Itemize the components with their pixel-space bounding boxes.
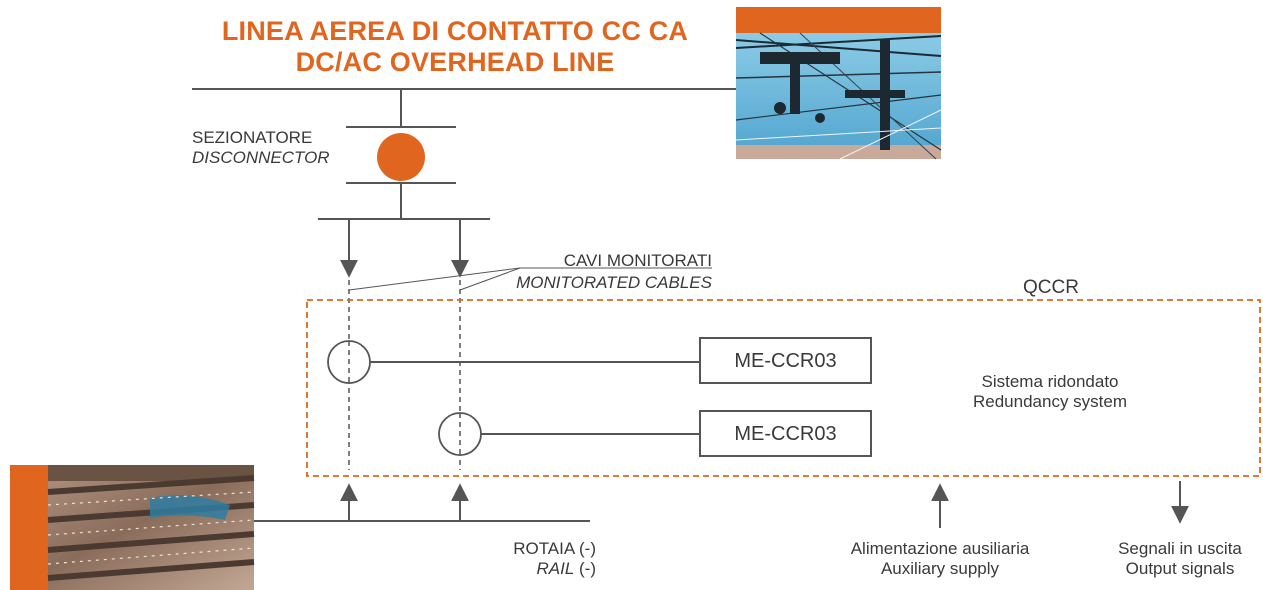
module-box-2 bbox=[699, 410, 872, 457]
aux-supply-label-it: Alimentazione ausiliaria bbox=[850, 539, 1030, 558]
module-box-1 bbox=[699, 337, 872, 384]
aux-supply-label-en: Auxiliary supply bbox=[880, 559, 1000, 578]
output-signals-label-en: Output signals bbox=[1125, 559, 1235, 578]
current-sensor-icon bbox=[438, 412, 700, 456]
monitored-cables bbox=[340, 219, 712, 470]
redundancy-label-it: Sistema ridondato bbox=[981, 372, 1119, 391]
qccr-label: QCCR bbox=[1023, 277, 1079, 298]
rail-arrows bbox=[340, 483, 469, 521]
output-signals-label-it: Segnali in uscita bbox=[1118, 539, 1242, 558]
rail-label-it: ROTAIA (-) bbox=[513, 539, 596, 558]
redundancy-label-en: Redundancy system bbox=[972, 392, 1128, 411]
overhead-line-photo bbox=[735, 7, 942, 160]
cables-label-it: CAVI MONITORATI bbox=[563, 251, 712, 270]
rail-label: ROTAIA (-) RAIL (-) bbox=[420, 539, 596, 579]
diagram-title: LINEA AEREA DI CONTATTO CC CA DC/AC OVER… bbox=[190, 16, 720, 78]
aux-supply-label: Alimentazione ausiliaria Auxiliary suppl… bbox=[830, 539, 1050, 579]
cables-label-en: MONITORATED CABLES bbox=[516, 273, 712, 292]
output-signals-label: Segnali in uscita Output signals bbox=[1100, 539, 1260, 579]
title-line-1: LINEA AEREA DI CONTATTO CC CA bbox=[221, 16, 689, 46]
cables-label: CAVI MONITORATI MONITORATED CABLES bbox=[500, 251, 712, 293]
disconnector-label-en: DISCONNECTOR bbox=[192, 148, 330, 167]
disconnector-symbol bbox=[318, 89, 490, 220]
module-label-2: ME-CCR03 bbox=[734, 423, 837, 445]
current-sensor-icon bbox=[327, 340, 700, 384]
disconnector-label-it: SEZIONATORE bbox=[192, 128, 313, 147]
redundancy-label: Sistema ridondato Redundancy system bbox=[960, 372, 1140, 412]
rail-track-photo bbox=[10, 465, 255, 590]
qccr-box bbox=[306, 299, 1261, 477]
title-line-2: DC/AC OVERHEAD LINE bbox=[295, 47, 615, 77]
rail-label-en: RAIL (-) bbox=[536, 559, 596, 578]
module-label-1: ME-CCR03 bbox=[734, 350, 837, 372]
disconnector-label: SEZIONATORE DISCONNECTOR bbox=[192, 128, 330, 168]
